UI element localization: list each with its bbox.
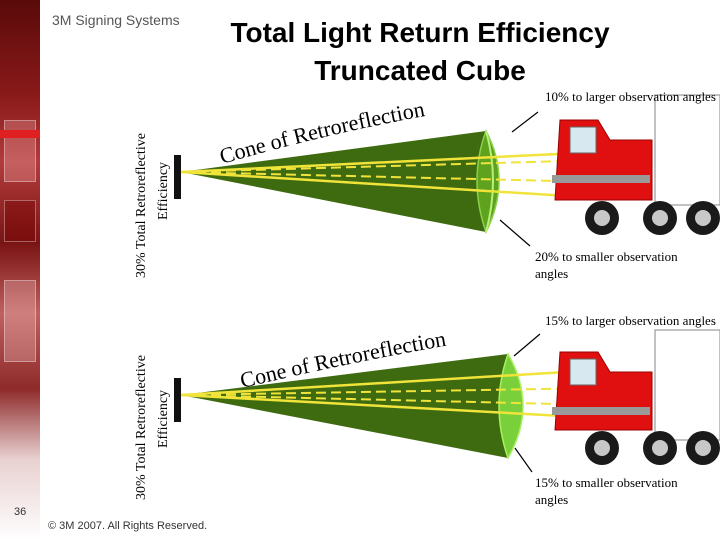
title-line-2: Truncated Cube bbox=[314, 55, 526, 86]
panel-2-sign-bar bbox=[174, 378, 181, 422]
sidebar-accent-bar bbox=[0, 130, 40, 138]
panel-1-beam bbox=[180, 159, 601, 173]
panel-1-sign-bar bbox=[174, 155, 181, 199]
sidebar-tile bbox=[4, 280, 36, 362]
panel-1-beam bbox=[180, 171, 601, 183]
panel-2-annotation-top: 15% to larger observation angles bbox=[545, 313, 716, 328]
panel-1-cone-rim bbox=[485, 130, 494, 233]
panel-2-beam bbox=[180, 387, 601, 396]
brand-name: 3M Signing Systems bbox=[52, 12, 180, 28]
panel-2-beam bbox=[180, 394, 601, 406]
panel-2-callout-line bbox=[513, 333, 541, 357]
panel-2-beam bbox=[180, 368, 601, 397]
panel-1-callout-line bbox=[511, 111, 539, 133]
panel-2-callout-line bbox=[514, 447, 533, 473]
sidebar-tile bbox=[4, 200, 36, 242]
panel-1-truck bbox=[552, 94, 720, 235]
panel-1-beam bbox=[180, 170, 601, 200]
page-title: Total Light Return Efficiency Truncated … bbox=[190, 14, 650, 90]
panel-1-annotation-bottom: 20% to smaller observation angles bbox=[535, 249, 678, 281]
title-line-1: Total Light Return Efficiency bbox=[230, 17, 610, 48]
panel-2 bbox=[174, 329, 720, 473]
panel-1-annotation-top: 10% to larger observation angles bbox=[545, 89, 716, 104]
panel-2-truck bbox=[552, 329, 720, 465]
panel-2-cone-end bbox=[498, 352, 524, 460]
panel-1-beam bbox=[180, 150, 601, 174]
panel-2-beam bbox=[180, 393, 601, 420]
slide-number: 36 bbox=[14, 506, 27, 518]
copyright-notice: © 3M 2007. All Rights Reserved. bbox=[48, 520, 208, 532]
decorative-sidebar bbox=[0, 0, 40, 540]
panel-1 bbox=[174, 94, 720, 247]
panel-2-annotation-bottom: 15% to smaller observation angles bbox=[535, 475, 678, 507]
panel-1-callout-line bbox=[499, 219, 531, 247]
